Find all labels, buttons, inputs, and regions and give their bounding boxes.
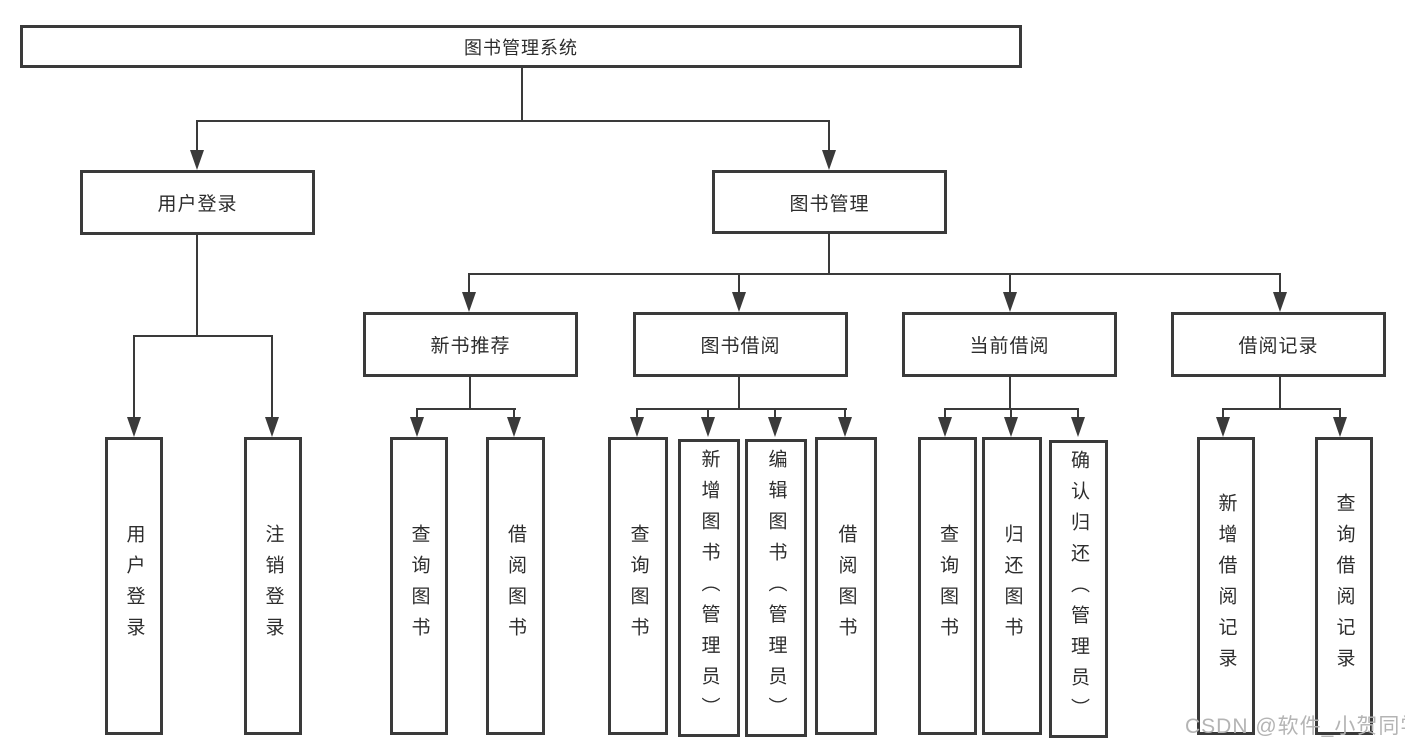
connector-borrowrecord-stem [1279, 377, 1281, 410]
connector-bookborrow-splitter [636, 408, 847, 410]
connector-borrowrecord-splitter [1222, 408, 1341, 410]
leaf-borrow-books-borrow-label: 借阅图书 [835, 524, 857, 648]
leaf-user-login-label: 用户登录 [123, 524, 145, 648]
connector-arrow-stem [774, 408, 776, 419]
leaf-confirm-return-admin-label: 确认归还（管理员） [1068, 449, 1089, 729]
arrow-down-icon [732, 292, 746, 312]
connector-arrow-stem [1009, 273, 1011, 294]
connector-arrow-stem [196, 120, 198, 152]
connector-userlogin-stem [196, 235, 198, 337]
node-current-borrowing-label: 当前借阅 [969, 336, 1050, 357]
connector-newbook-splitter [416, 408, 516, 410]
leaf-edit-book-admin: 编辑图书（管理员） [745, 439, 807, 737]
leaf-logout: 注销登录 [244, 437, 302, 735]
connector-arrow-stem [1222, 408, 1224, 419]
connector-arrow-stem [1339, 408, 1341, 419]
leaf-query-books-current-label: 查询图书 [937, 524, 958, 648]
arrow-down-icon [1273, 292, 1287, 312]
arrow-down-icon [938, 417, 952, 437]
leaf-return-book: 归还图书 [982, 437, 1042, 735]
leaf-add-borrow-record: 新增借阅记录 [1197, 437, 1255, 735]
connector-arrow-stem [828, 120, 830, 152]
arrow-down-icon [190, 150, 204, 170]
node-new-book-recommend: 新书推荐 [363, 312, 578, 377]
connector-arrow-stem [416, 408, 418, 419]
node-user-login-label: 用户登录 [157, 194, 238, 215]
connector-bookborrow-stem [738, 377, 740, 410]
leaf-add-book-admin: 新增图书（管理员） [678, 439, 740, 737]
arrow-down-icon [127, 417, 141, 437]
leaf-return-book-label: 归还图书 [1001, 524, 1023, 648]
arrow-down-icon [1071, 417, 1085, 437]
arrow-down-icon [265, 417, 279, 437]
node-root-label: 图书管理系统 [464, 37, 578, 58]
csdn-watermark: CSDN @软件_小贺同学 [1185, 715, 1405, 738]
leaf-borrow-books-newbook-label: 借阅图书 [505, 524, 526, 648]
connector-arrow-stem [636, 408, 638, 419]
leaf-borrow-books-borrow: 借阅图书 [815, 437, 877, 735]
arrow-down-icon [410, 417, 424, 437]
arrow-down-icon [701, 417, 715, 437]
leaf-query-books-newbook-label: 查询图书 [408, 524, 430, 648]
connector-arrow-stem [707, 408, 709, 419]
arrow-down-icon [1333, 417, 1347, 437]
connector-arrow-stem [1279, 273, 1281, 294]
connector-arrow-stem [1077, 408, 1079, 419]
connector-newbook-stem [469, 377, 471, 410]
leaf-query-books-current: 查询图书 [918, 437, 977, 735]
connector-root-stem [521, 68, 523, 122]
node-book-management: 图书管理 [712, 170, 947, 234]
connector-arrow-stem [844, 408, 846, 419]
connector-arrow-stem [738, 273, 740, 294]
leaf-query-borrow-record: 查询借阅记录 [1315, 437, 1373, 735]
connector-userlogin-splitter [133, 335, 273, 337]
leaf-add-borrow-record-label: 新增借阅记录 [1215, 493, 1237, 679]
arrow-down-icon [1003, 292, 1017, 312]
arrow-down-icon [768, 417, 782, 437]
node-book-borrowing-label: 图书借阅 [700, 336, 781, 357]
node-new-book-recommend-label: 新书推荐 [430, 336, 511, 357]
node-current-borrowing: 当前借阅 [902, 312, 1117, 377]
node-root-system: 图书管理系统 [20, 25, 1022, 68]
leaf-logout-label: 注销登录 [262, 524, 284, 648]
leaf-query-books-borrow: 查询图书 [608, 437, 668, 735]
connector-arrow-stem [1010, 408, 1012, 419]
leaf-query-borrow-record-label: 查询借阅记录 [1333, 493, 1355, 679]
connector-level2-splitter [196, 120, 830, 122]
node-borrow-records-label: 借阅记录 [1238, 336, 1319, 357]
node-user-login: 用户登录 [80, 170, 315, 235]
arrow-down-icon [462, 292, 476, 312]
connector-arrow-stem [944, 408, 946, 419]
leaf-borrow-books-newbook: 借阅图书 [486, 437, 545, 735]
arrow-down-icon [822, 150, 836, 170]
connector-arrow-stem [513, 408, 515, 419]
leaf-user-login: 用户登录 [105, 437, 163, 735]
connector-level3-splitter [468, 273, 1281, 275]
arrow-down-icon [630, 417, 644, 437]
arrow-down-icon [1216, 417, 1230, 437]
leaf-query-books-borrow-label: 查询图书 [627, 524, 649, 648]
arrow-down-icon [507, 417, 521, 437]
leaf-query-books-newbook: 查询图书 [390, 437, 448, 735]
connector-bookmgmt-stem [828, 234, 830, 275]
leaf-confirm-return-admin: 确认归还（管理员） [1049, 440, 1108, 738]
connector-currentborrow-stem [1009, 377, 1011, 410]
node-borrow-records: 借阅记录 [1171, 312, 1386, 377]
connector-arrow-stem [271, 335, 273, 419]
arrow-down-icon [838, 417, 852, 437]
leaf-edit-book-admin-label: 编辑图书（管理员） [765, 448, 787, 728]
node-book-management-label: 图书管理 [789, 193, 870, 215]
node-book-borrowing: 图书借阅 [633, 312, 848, 377]
leaf-add-book-admin-label: 新增图书（管理员） [698, 448, 720, 728]
connector-arrow-stem [468, 273, 470, 294]
connector-arrow-stem [133, 335, 135, 419]
arrow-down-icon [1004, 417, 1018, 437]
